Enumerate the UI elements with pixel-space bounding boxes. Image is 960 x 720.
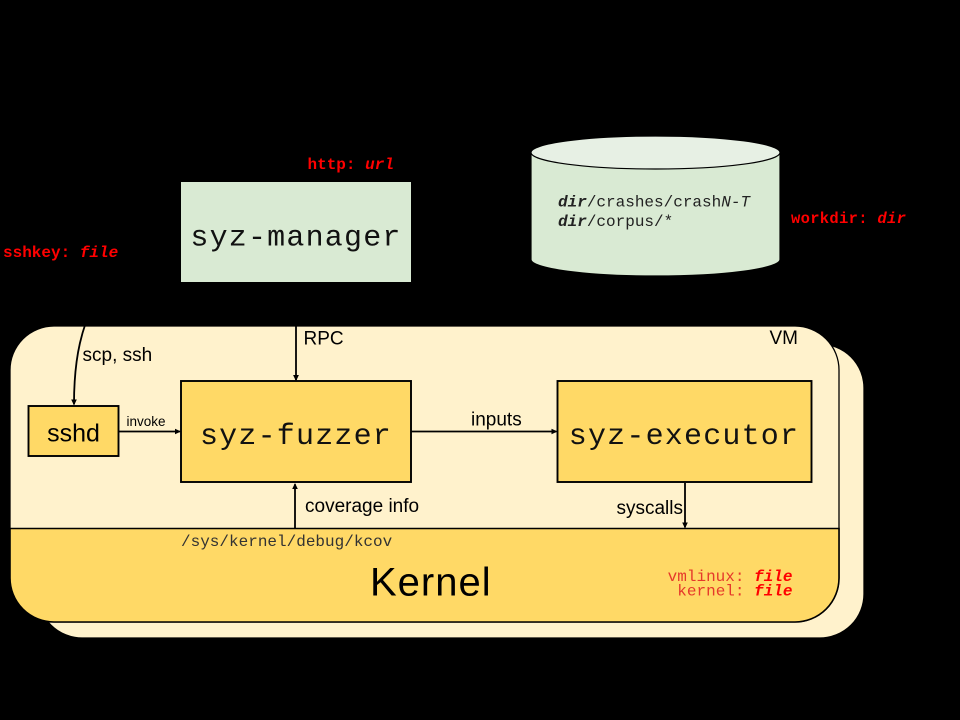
svg-text:invoke: invoke	[127, 414, 166, 429]
svg-text:Kernel: Kernel	[370, 561, 492, 605]
svg-text:VM: VM	[770, 328, 799, 349]
svg-text:inputs: inputs	[471, 410, 522, 431]
svg-text:syz-manager: syz-manager	[190, 222, 401, 256]
svg-text:sshkey: file: sshkey: file	[3, 244, 118, 262]
svg-text:dir/corpus/*: dir/corpus/*	[558, 213, 673, 231]
svg-text:http: url: http: url	[308, 156, 394, 174]
svg-text:coverage info: coverage info	[305, 496, 419, 517]
svg-text:syz-executor: syz-executor	[569, 420, 799, 454]
svg-text:RPC: RPC	[304, 329, 344, 350]
svg-text:sshd: sshd	[47, 420, 100, 448]
svg-text:workdir: dir: workdir: dir	[791, 210, 906, 228]
svg-text:vmlinux: file: vmlinux: file	[668, 568, 793, 586]
svg-text:/sys/kernel/debug/kcov: /sys/kernel/debug/kcov	[181, 533, 393, 551]
svg-text:syz-fuzzer: syz-fuzzer	[200, 420, 392, 454]
svg-text:dir/crashes/crashN-T: dir/crashes/crashN-T	[558, 194, 751, 212]
svg-text:syscalls: syscalls	[616, 498, 683, 519]
svg-text:kernel: file: kernel: file	[677, 583, 792, 601]
svg-text:scp, ssh: scp, ssh	[83, 345, 153, 366]
